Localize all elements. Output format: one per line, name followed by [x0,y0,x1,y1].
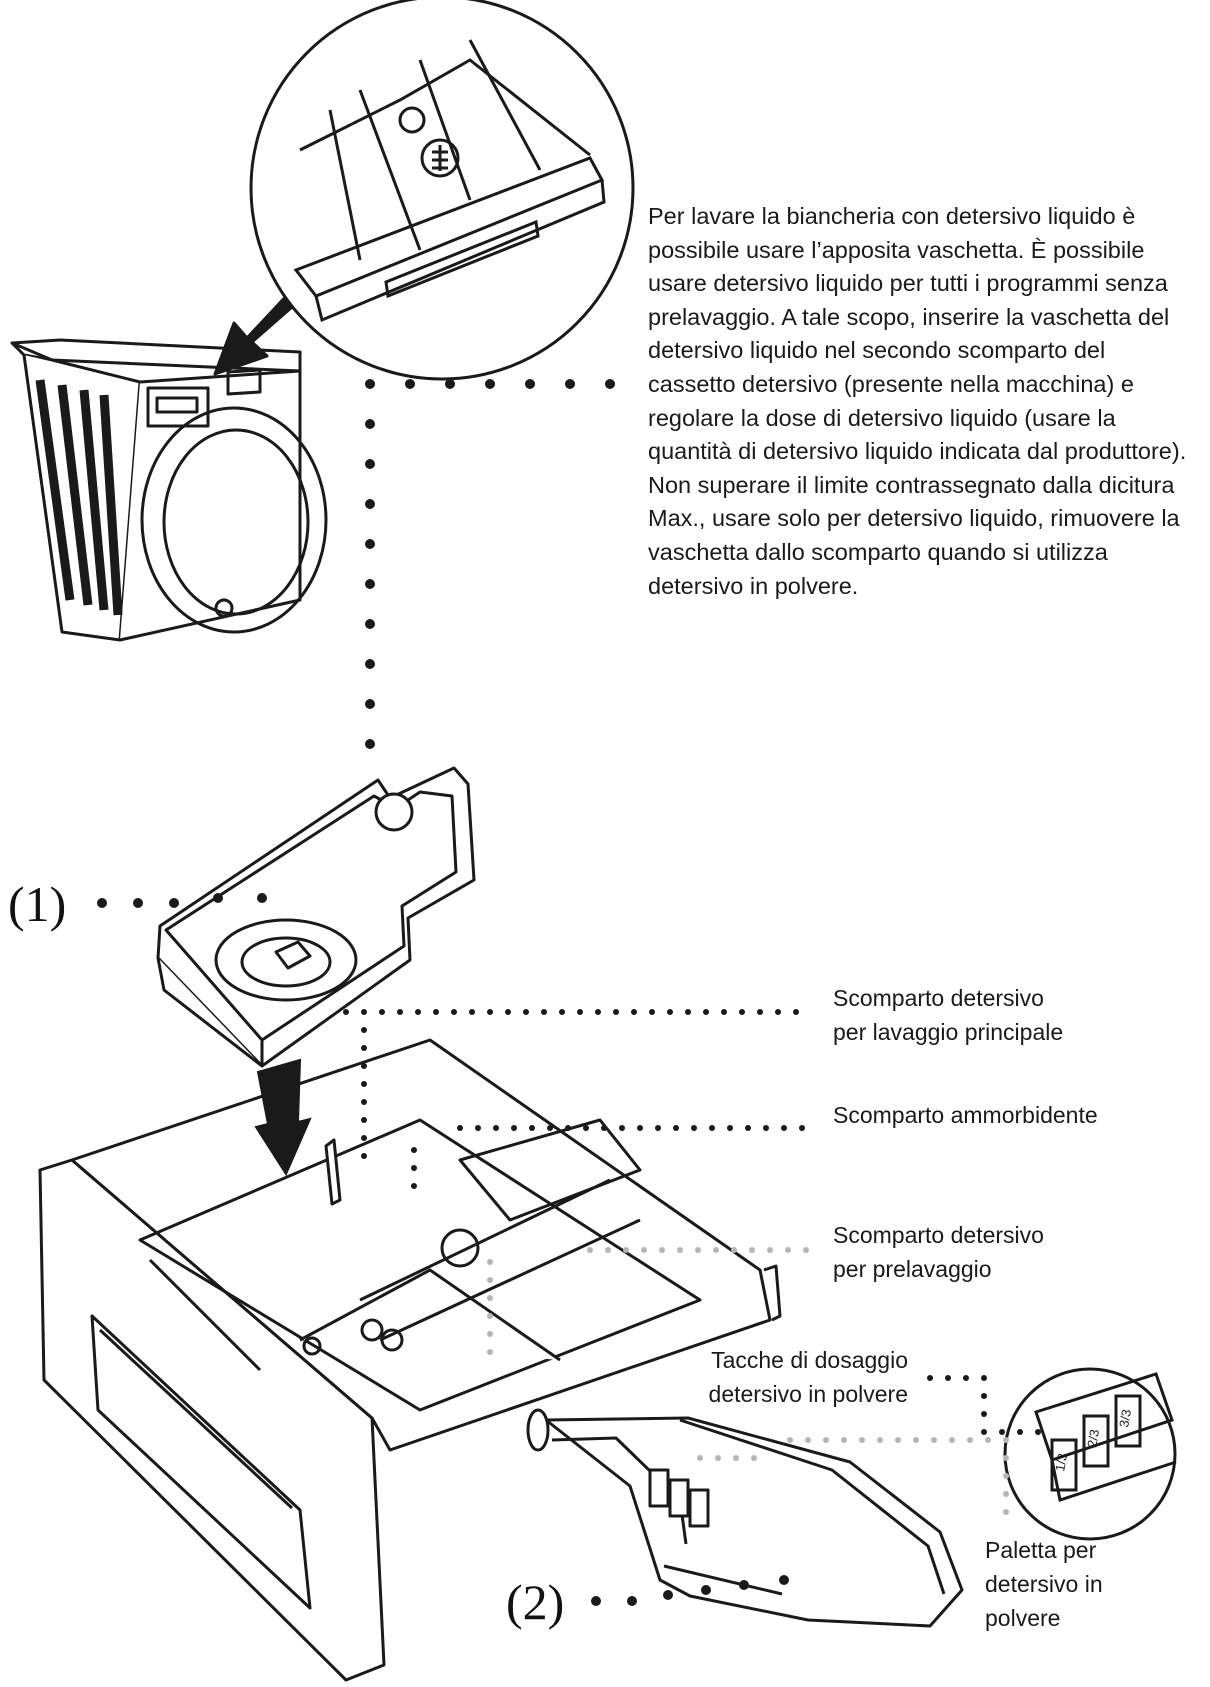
scoop-mark-3: 3/3 [1116,1408,1134,1428]
leader-prewash [487,1247,809,1355]
leader-main-wash [343,1009,799,1159]
washing-machine-illustration [10,290,328,642]
label-powder-scoop: Paletta per detersivo in polvere [985,1537,1103,1631]
intro-paragraph: Per lavare la biancheria con detersivo l… [648,203,1187,599]
dosing-notch-zoom-circle [1003,1367,1177,1541]
label-dosing-notches: Tacche di dosaggio detersivo in polvere [708,1347,908,1407]
leader-1 [97,893,267,908]
drawer-zoom-circle [249,0,635,381]
leader-intro [365,379,615,749]
scoop-mark-1: 1/3 [1052,1452,1070,1472]
leader-notches [927,1375,1041,1435]
leader-softener [411,1125,805,1189]
callout-number-2: (2) [506,1574,565,1630]
leader-2 [591,1575,789,1606]
leader-dots [97,379,1041,1606]
scoop-mark-2: 2/3 [1084,1428,1102,1448]
detergent-drawer [38,1038,782,1682]
liquid-detergent-container [156,766,476,1068]
callout-number-1: (1) [8,876,67,932]
powder-scoop [526,1408,964,1628]
insert-arrow-icon [254,1058,312,1177]
label-prewash-compartment: Scomparto detersivo per prelavaggio [833,1222,1044,1282]
label-softener-compartment: Scomparto ammorbidente [833,1102,1098,1128]
leader-scoop [697,1437,1009,1515]
label-main-wash-compartment: Scomparto detersivo per lavaggio princip… [833,985,1064,1045]
